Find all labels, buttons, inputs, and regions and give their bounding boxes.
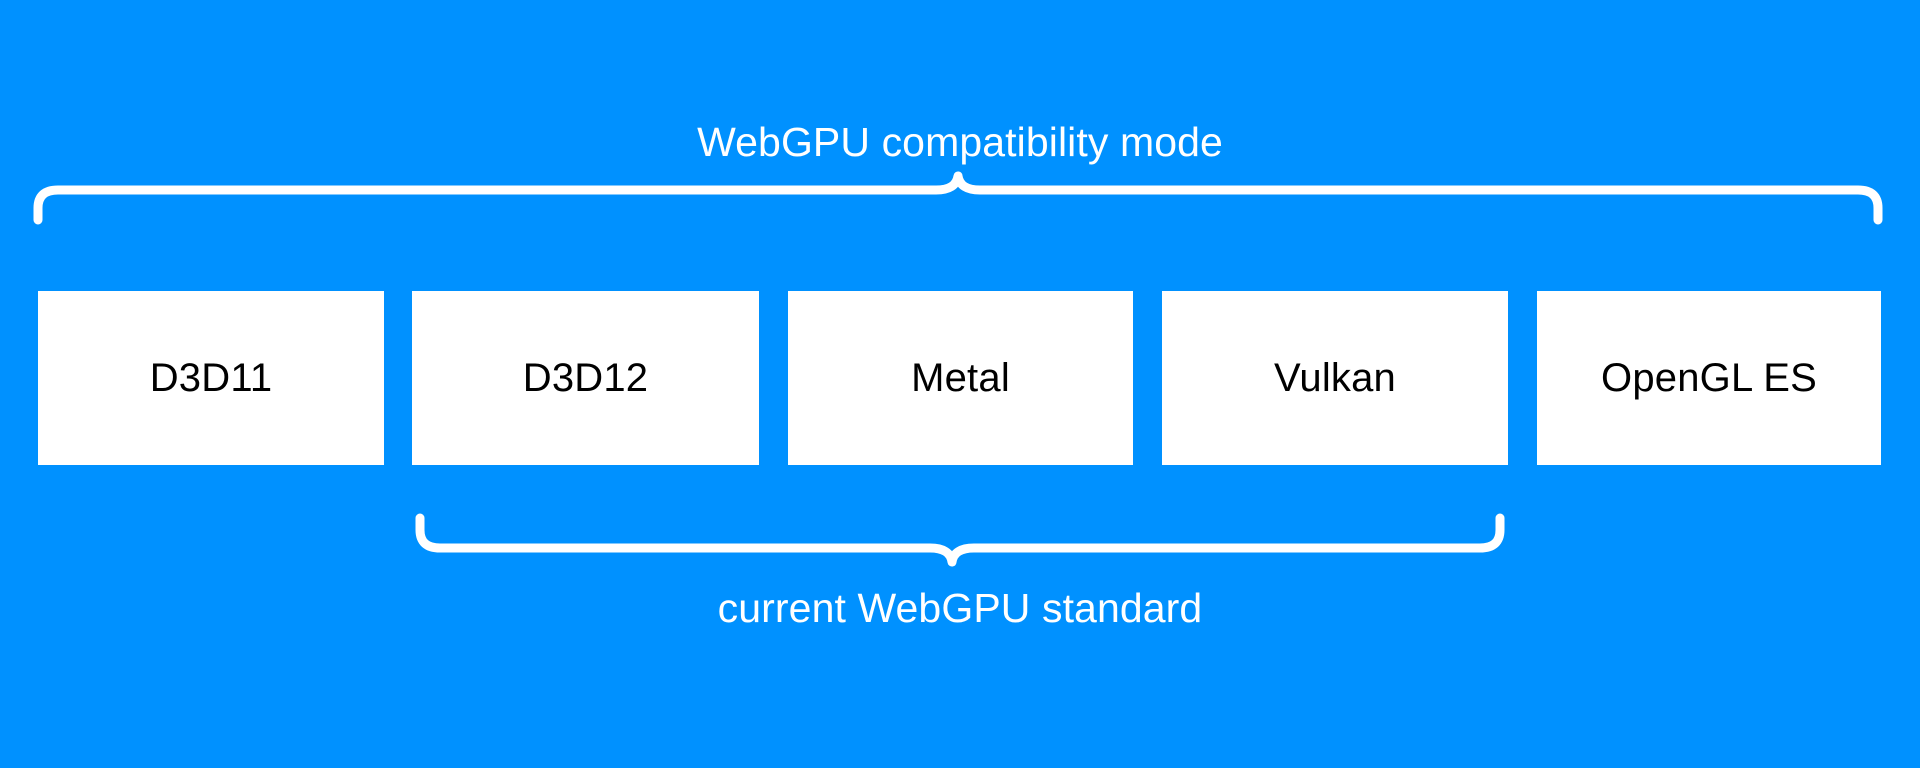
backend-label: Metal — [911, 356, 1010, 400]
backend-box-d3d11[interactable]: D3D11 — [38, 291, 384, 465]
backend-box-d3d12[interactable]: D3D12 — [412, 291, 759, 465]
backend-label: Vulkan — [1273, 356, 1397, 400]
backend-box-metal[interactable]: Metal — [788, 291, 1133, 465]
bottom-group-caption: current WebGPU standard — [717, 585, 1203, 631]
bottom-group-brace-icon — [415, 513, 1505, 567]
backend-label: D3D12 — [522, 356, 649, 400]
backend-box-vulkan[interactable]: Vulkan — [1162, 291, 1508, 465]
backend-box-row: D3D11 D3D12 Metal Vulkan OpenGL ES — [0, 291, 1920, 465]
backend-label: OpenGL ES — [1601, 356, 1817, 400]
backend-box-opengl-es[interactable]: OpenGL ES — [1537, 291, 1881, 465]
top-group-brace-icon — [33, 171, 1883, 225]
backend-label: D3D11 — [149, 356, 273, 400]
top-group-caption: WebGPU compatibility mode — [697, 119, 1223, 165]
